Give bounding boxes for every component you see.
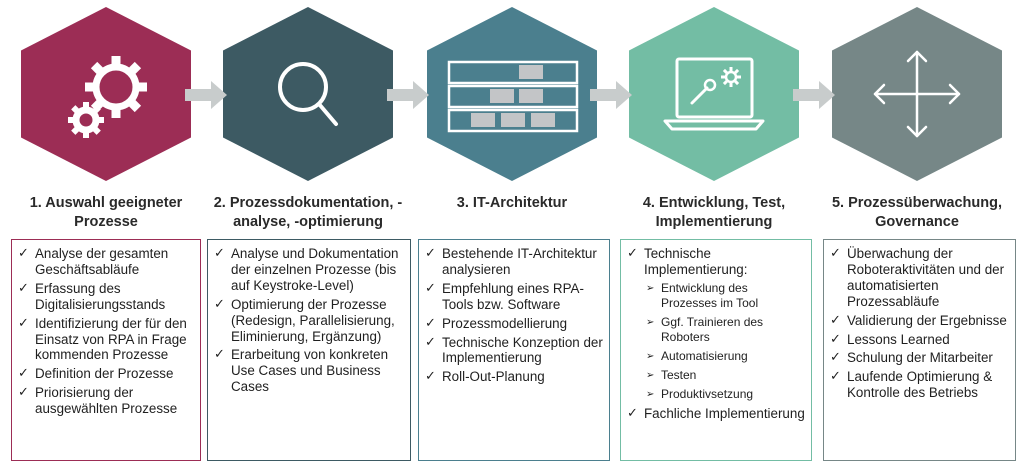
checklist-item: Überwachung der Roboteraktivitäten und d… [830,246,1009,310]
checklist-item: Roll-Out-Planung [425,369,603,385]
checklist-item: Validierung der Ergebnisse [830,313,1009,329]
laptop-tools-icon [663,57,765,131]
checklist-subitem: Testen [627,368,805,383]
arrow-right-icon [387,81,429,109]
checklist-item: Analyse der gesamten Geschäftsabläufe [18,246,194,278]
gears-icon [68,56,147,138]
magnifier-icon [278,62,338,126]
checklist-item: Laufende Optimierung & Kontrolle des Bet… [830,369,1009,401]
step-2-hexagon [223,7,393,181]
step-5-title: 5. Prozessüberwachung, Governance [831,195,1003,230]
step-3-column: 3. IT-Architektur [417,0,607,467]
checklist-item: Erarbeitung von konkreten Use Cases und … [214,347,404,395]
checklist-item: Technische Konzeption der Implementierun… [425,335,603,367]
step-4-hexagon [629,7,799,181]
architecture-layers-icon [447,60,579,133]
checklist-item: Definition der Prozesse [18,366,194,382]
step-3-hexagon [427,7,597,181]
step-4-checklist: Technische Implementierung:Entwicklung d… [620,239,812,461]
step-1-column: 1. Auswahl geeigneter Prozesse [11,0,201,467]
checklist-item: Erfassung des Digitalisierungsstands [18,281,194,313]
step-2-column: 2. Prozessdokumentation, -analyse, -opti… [213,0,403,467]
step-4-column: 4. Entwicklung, Test, Implementierung [619,0,809,467]
arrow-right-icon [793,81,835,109]
checklist-subitem: Produktivsetzung [627,387,805,402]
checklist-item: Technische Implementierung: [627,246,805,278]
step-3-checklist: Bestehende IT-Architektur analysierenEmp… [418,239,610,461]
checklist-item: Identifizierung der für den Einsatz von … [18,316,194,364]
checklist-item: Bestehende IT-Architektur analysieren [425,246,603,278]
checklist-item: Schulung der Mitarbeiter [830,350,1009,366]
checklist-item: Analyse und Dokumentation der einzelnen … [214,246,404,294]
checklist-item: Optimierung der Prozesse (Redesign, Para… [214,297,404,345]
checklist-subitem: Entwicklung des Prozesses im Tool [627,281,805,311]
checklist-item: Priorisierung der ausgewählten Prozesse [18,385,194,417]
arrow-right-icon [185,81,227,109]
checklist-subitem: Ggf. Trainieren des Roboters [627,315,805,345]
step-4-title: 4. Entwicklung, Test, Implementierung [642,195,786,230]
step-2-title: 2. Prozessdokumentation, -analyse, -opti… [213,195,403,230]
checklist-item: Fachliche Implementierung [627,406,805,422]
step-2-checklist: Analyse und Dokumentation der einzelnen … [207,239,411,461]
four-way-arrows-icon [873,50,961,138]
arrow-right-icon [590,81,632,109]
step-1-title: 1. Auswahl geeigneter Prozesse [29,195,183,230]
step-5-column: 5. Prozessüberwachung, Governance [822,0,1012,467]
step-1-checklist: Analyse der gesamten GeschäftsabläufeErf… [11,239,201,461]
step-1-hexagon [21,7,191,181]
step-3-title: 3. IT-Architektur [456,195,568,211]
checklist-item: Lessons Learned [830,332,1009,348]
checklist-subitem: Automatisierung [627,349,805,364]
step-5-checklist: Überwachung der Roboteraktivitäten und d… [823,239,1016,461]
step-5-hexagon [832,7,1002,181]
checklist-item: Empfehlung eines RPA-Tools bzw. Software [425,281,603,313]
checklist-item: Prozessmodellierung [425,316,603,332]
